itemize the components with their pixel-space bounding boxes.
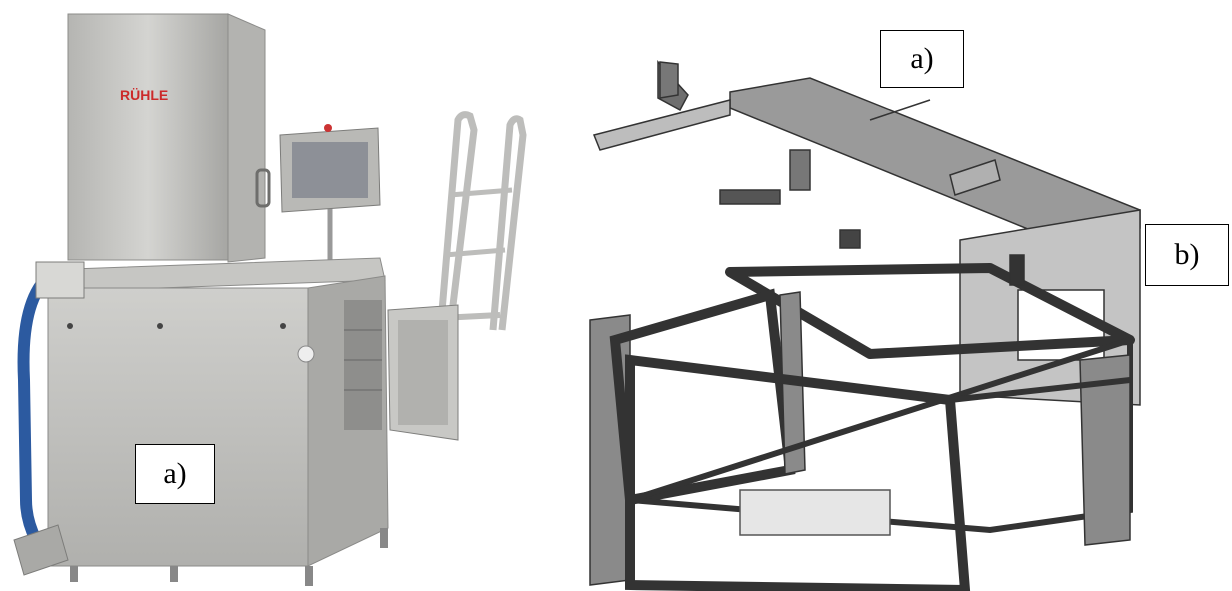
top-housing [67,13,229,261]
label-b-side: b) [1145,224,1229,286]
handrail [436,111,478,336]
hose-head [35,261,85,299]
label-a-left: a) [135,444,215,504]
machine-illustration: RÜHLE [13,13,527,586]
base-body [47,287,309,567]
brand-logo: RÜHLE [120,87,168,103]
frame-illustration [589,60,1141,591]
hose [17,270,55,543]
label-a-top: a) [880,30,964,88]
lower-frame-front [625,354,971,591]
machine-photo: RÜHLE [0,0,560,591]
hose-foot [13,524,69,576]
top-housing-side [227,13,266,263]
roller [344,300,382,430]
frame-drawing: a) b) [570,0,1232,591]
housing-handle [255,168,271,208]
